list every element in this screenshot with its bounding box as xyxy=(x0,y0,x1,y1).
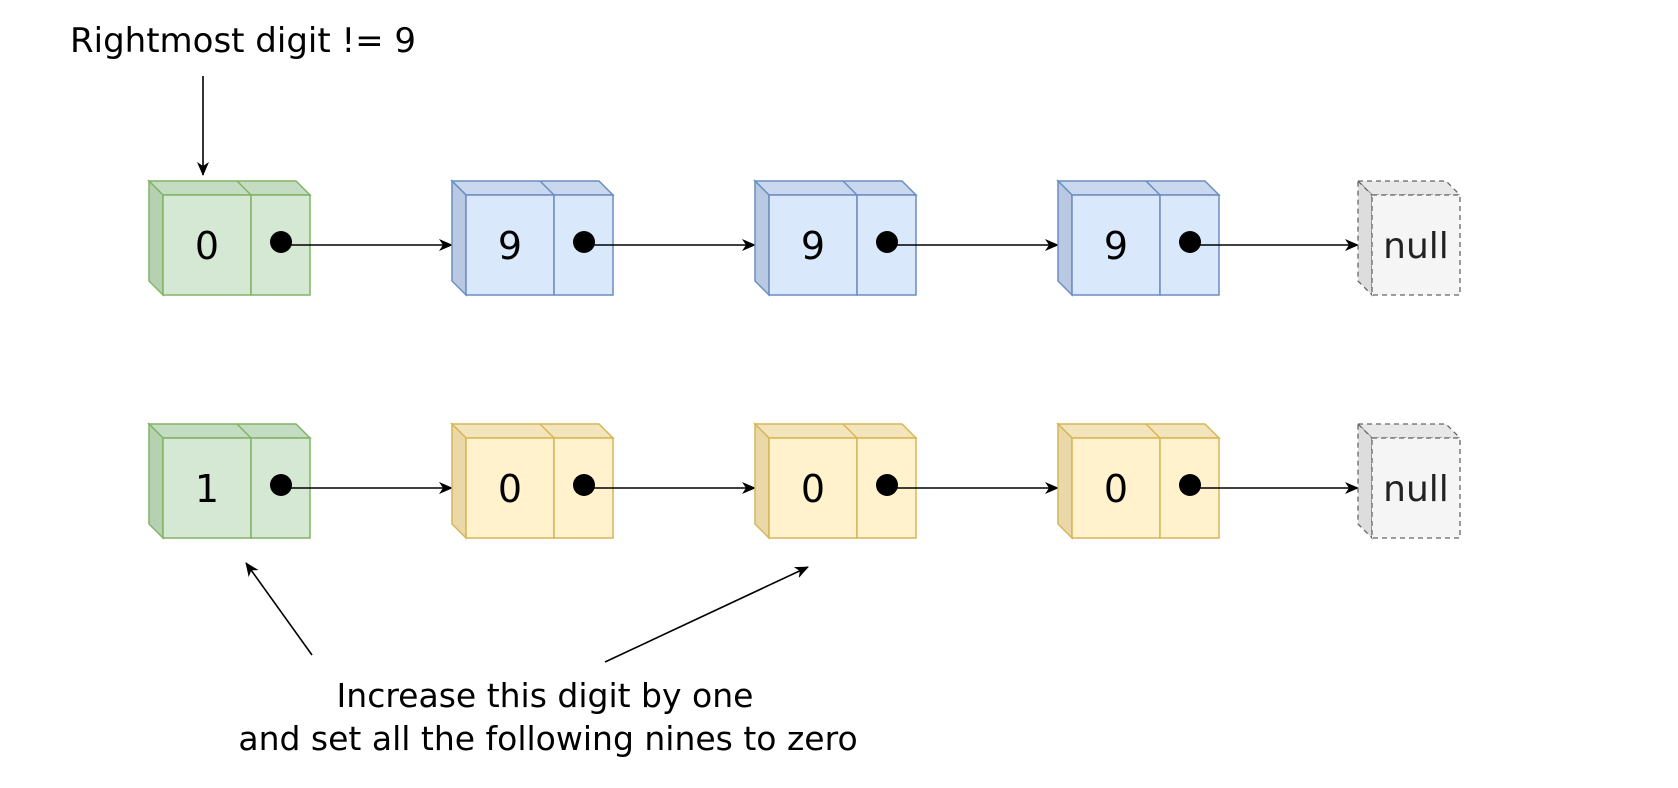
list-node: 0 xyxy=(1056,422,1359,540)
node-value: 1 xyxy=(195,467,219,511)
node-side-face xyxy=(451,422,467,540)
node-pointer-dot xyxy=(876,231,898,253)
node-value: 0 xyxy=(195,224,219,268)
node-top-face xyxy=(147,423,312,439)
node-pointer-dot xyxy=(876,474,898,496)
node-side-face xyxy=(148,422,164,540)
list-node: 0 xyxy=(450,422,756,540)
node-top-divider xyxy=(842,180,858,196)
list-row-after: 1 0 0 0 null xyxy=(147,422,1462,540)
list-node: 9 xyxy=(1056,179,1359,297)
null-node: null xyxy=(1356,422,1462,540)
null-front-face xyxy=(1371,194,1461,296)
node-top-face xyxy=(1056,423,1221,439)
bottom-annotation-arrow-right xyxy=(604,566,809,663)
node-top-divider xyxy=(1145,180,1161,196)
node-pointer-dot xyxy=(270,474,292,496)
node-pointer-dot xyxy=(573,474,595,496)
node-value: 0 xyxy=(801,467,825,511)
node-pointer-dot xyxy=(1179,231,1201,253)
list-node: 0 xyxy=(753,422,1059,540)
node-top-divider xyxy=(539,180,555,196)
bottom-annotation-arrow-left xyxy=(245,562,313,656)
node-value-cell xyxy=(465,194,555,296)
node-value: 9 xyxy=(1104,224,1128,268)
list-rows: 0 9 9 9 null 1 0 0 0 null xyxy=(147,179,1462,540)
node-value-cell xyxy=(1071,437,1161,539)
bottom-annotation-line1: Increase this digit by one xyxy=(337,676,754,715)
list-node: 9 xyxy=(753,179,1059,297)
list-node: 0 xyxy=(147,179,453,297)
node-side-face xyxy=(451,179,467,297)
node-top-face xyxy=(1056,180,1221,196)
node-top-face xyxy=(450,423,615,439)
top-annotation-label: Rightmost digit != 9 xyxy=(70,21,416,61)
bottom-annotation-line2: and set all the following nines to zero xyxy=(238,719,857,758)
node-top-divider xyxy=(842,423,858,439)
null-label: null xyxy=(1383,469,1449,510)
node-pointer-dot xyxy=(270,231,292,253)
node-value-cell xyxy=(768,437,858,539)
node-side-face xyxy=(1057,179,1073,297)
node-value-cell xyxy=(768,194,858,296)
node-value-cell xyxy=(162,437,252,539)
node-side-face xyxy=(148,179,164,297)
node-value: 9 xyxy=(801,224,825,268)
null-node: null xyxy=(1356,179,1462,297)
node-top-divider xyxy=(1145,423,1161,439)
node-top-divider xyxy=(236,180,252,196)
null-side-face xyxy=(1357,422,1373,540)
list-row-before: 0 9 9 9 null xyxy=(147,179,1462,297)
node-side-face xyxy=(754,179,770,297)
node-value: 9 xyxy=(498,224,522,268)
node-value-cell xyxy=(465,437,555,539)
node-top-face xyxy=(753,423,918,439)
node-value: 0 xyxy=(498,467,522,511)
node-side-face xyxy=(754,422,770,540)
node-side-face xyxy=(1057,422,1073,540)
list-node: 1 xyxy=(147,422,453,540)
node-value: 0 xyxy=(1104,467,1128,511)
node-top-face xyxy=(147,180,312,196)
node-top-face xyxy=(450,180,615,196)
node-pointer-dot xyxy=(1179,474,1201,496)
null-label: null xyxy=(1383,226,1449,267)
node-pointer-dot xyxy=(573,231,595,253)
node-top-divider xyxy=(236,423,252,439)
list-node: 9 xyxy=(450,179,756,297)
null-side-face xyxy=(1357,179,1373,297)
node-top-divider xyxy=(539,423,555,439)
node-top-face xyxy=(753,180,918,196)
null-top-face xyxy=(1356,423,1462,439)
node-value-cell xyxy=(162,194,252,296)
null-top-face xyxy=(1356,180,1462,196)
node-value-cell xyxy=(1071,194,1161,296)
null-front-face xyxy=(1371,437,1461,539)
